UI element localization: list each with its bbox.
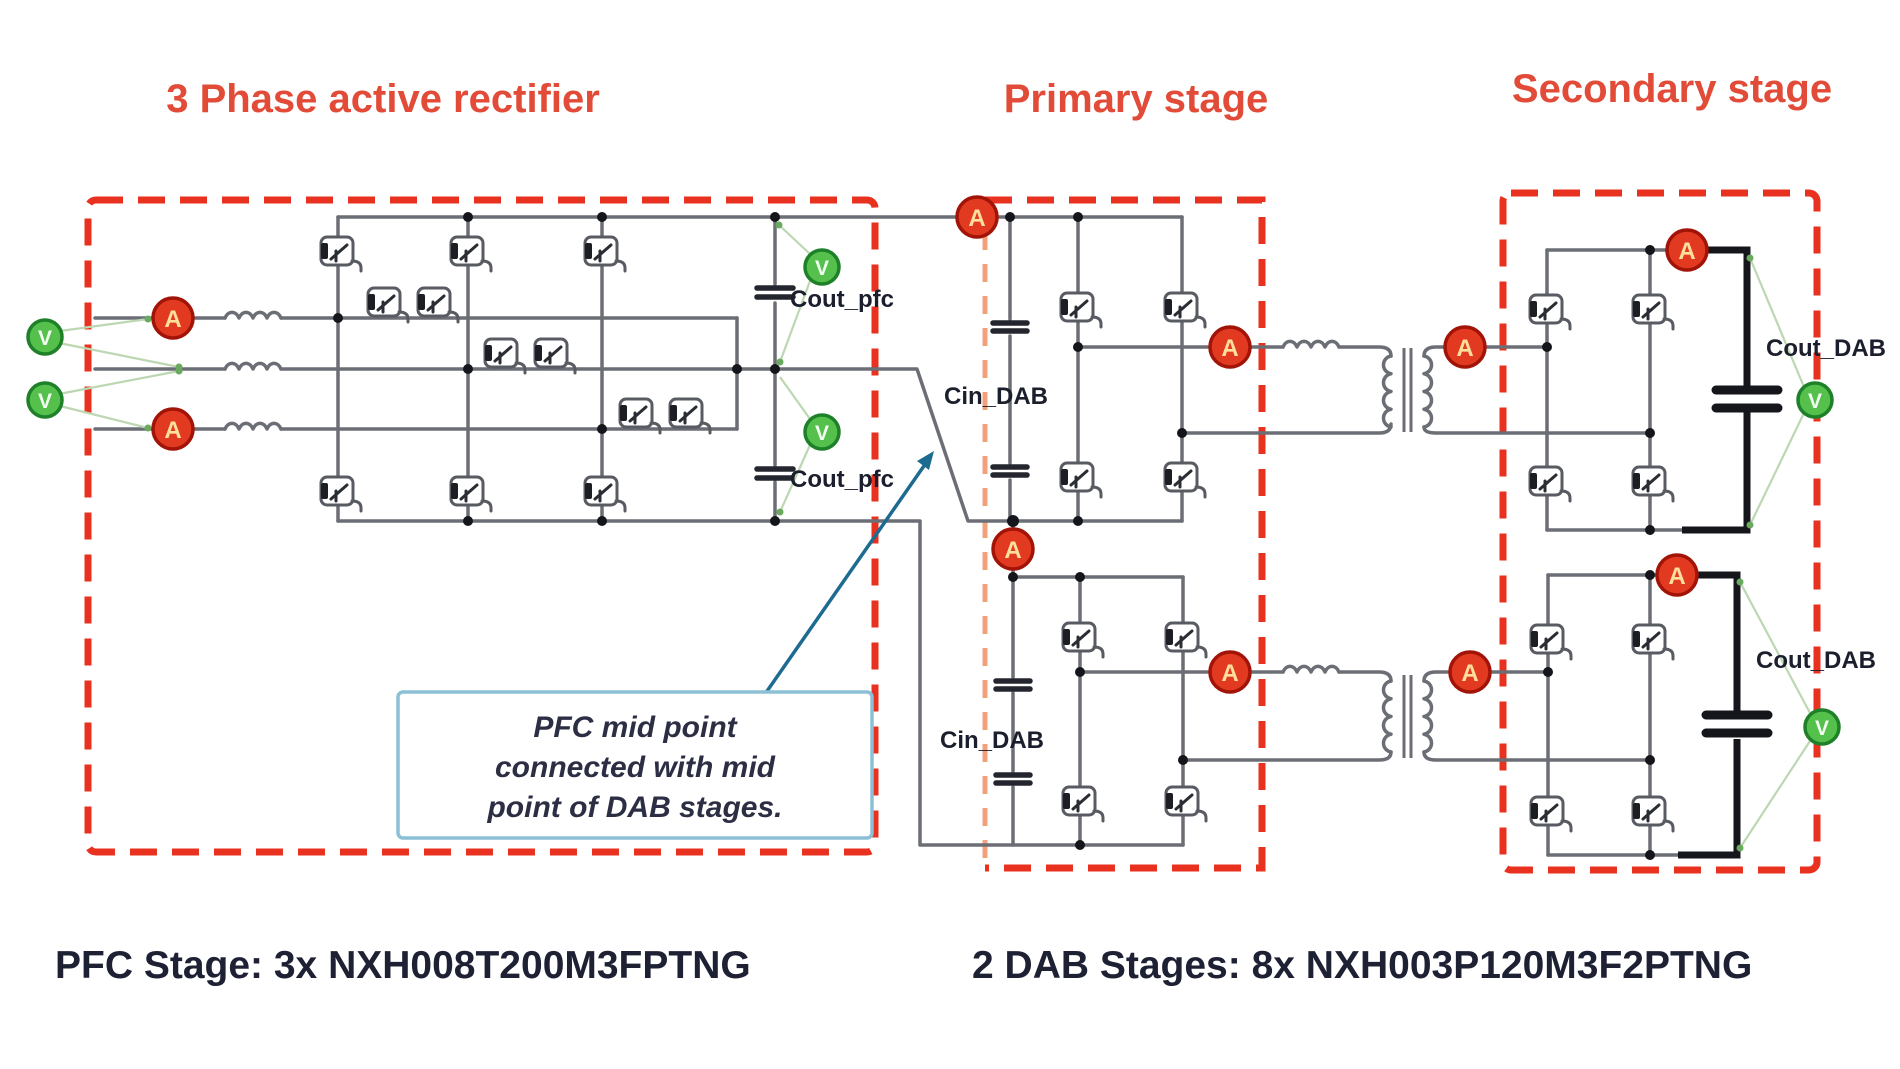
cin-dab1-capacitor-a <box>990 320 1030 334</box>
transformer-2 <box>1381 670 1652 762</box>
ammeter-icon <box>955 195 999 239</box>
secondary-stage-title: Secondary stage <box>1512 67 1832 111</box>
output-cap-branches <box>1678 246 1783 859</box>
dc-minus-route <box>336 519 1185 847</box>
cin-dab-top-label: Cin_DAB <box>944 383 1048 410</box>
callout-line-3: point of DAB stages. <box>486 791 782 824</box>
input-inductor-phase3 <box>223 421 283 431</box>
junction-dots <box>333 212 1655 860</box>
callout-arrowhead <box>917 451 934 470</box>
ammeter-icon <box>1655 553 1699 597</box>
ammeter-icon <box>151 296 195 340</box>
secondary-stage-box <box>1499 189 1821 874</box>
transformer-1 <box>1381 345 1652 435</box>
voltmeter-icon <box>803 413 841 451</box>
rectifier-stage-box <box>84 196 879 856</box>
primary-stage-title: Primary stage <box>1004 77 1269 121</box>
cout-dab-bottom-label: Cout_DAB <box>1756 647 1876 674</box>
voltmeter-icon <box>26 318 64 356</box>
voltmeter-icon <box>1803 708 1841 746</box>
cin-dab2-capacitor-a <box>993 678 1033 692</box>
dab2-series-inductor <box>1281 664 1341 674</box>
voltmeter-icon <box>803 248 841 286</box>
dab1-series-inductor <box>1281 339 1341 349</box>
cout-pfc-top-capacitor <box>754 285 796 300</box>
cout-pfc-bottom-label: Cout_pfc <box>790 466 894 493</box>
capacitors <box>754 285 1033 786</box>
callout-line-2: connected with mid <box>495 751 776 784</box>
component-labels: Cout_pfc Cout_pfc Cin_DAB Cin_DAB Cout_D… <box>790 286 1886 754</box>
ammeter-icon <box>1208 650 1252 694</box>
ammeter-icon <box>1208 325 1252 369</box>
measurement-lines <box>58 221 1811 852</box>
primary-stage-box <box>985 196 1266 872</box>
ammeter-icon <box>151 407 195 451</box>
callout-arrow <box>763 461 928 696</box>
callout: PFC mid point connected with mid point o… <box>396 451 934 840</box>
cout-dab-top-label: Cout_DAB <box>1766 335 1886 362</box>
cout-pfc-bottom-capacitor <box>754 466 796 481</box>
ammeter-icon <box>1665 228 1709 272</box>
ammeter-icon <box>991 527 1035 571</box>
rectifier-stage-title: 3 Phase active rectifier <box>166 77 600 121</box>
dab-stage-caption: 2 DAB Stages: 8x NXH003P120M3F2PTNG <box>972 944 1752 987</box>
ammeter-icon <box>1443 325 1487 369</box>
input-inductor-phase1 <box>223 310 283 320</box>
cin-dab1-capacitor-b <box>990 464 1030 478</box>
stage-boxes <box>84 189 1821 874</box>
pfc-stage-caption: PFC Stage: 3x NXH008T200M3FPTNG <box>55 944 751 987</box>
cout-dab-bottom-capacitor <box>1701 710 1773 738</box>
cout-pfc-top-label: Cout_pfc <box>790 286 894 313</box>
cout-dab-top-capacitor <box>1711 385 1783 413</box>
voltmeter-icon <box>26 381 64 419</box>
input-inductor-phase2 <box>223 361 283 371</box>
cin-dab-bottom-label: Cin_DAB <box>940 727 1044 754</box>
measurement-probe-dots <box>144 221 1754 852</box>
callout-box <box>396 690 874 840</box>
voltmeter-icon <box>1796 381 1834 419</box>
cin-dab2-capacitor-b <box>993 772 1033 786</box>
ammeter-icon <box>1448 650 1492 694</box>
callout-line-1: PFC mid point <box>533 711 738 744</box>
